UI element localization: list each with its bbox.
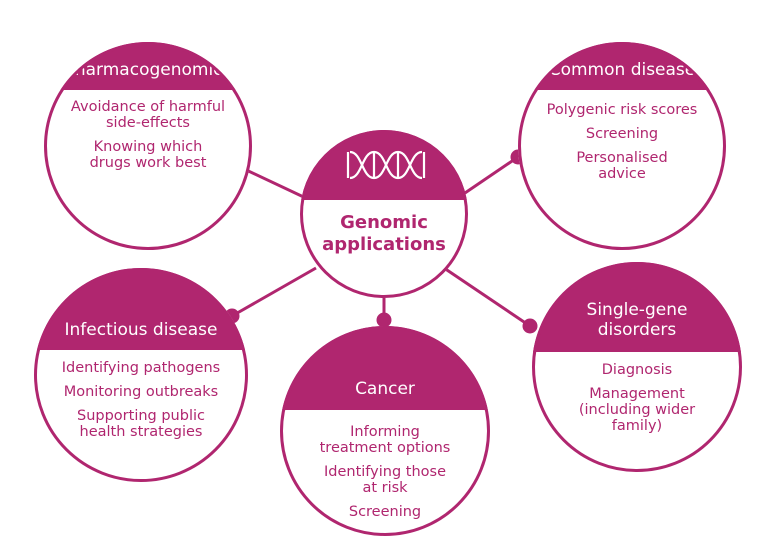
connector-single bbox=[443, 266, 531, 328]
list-item: Monitoring outbreaks bbox=[63, 384, 219, 400]
list-item: Identifying those at risk bbox=[324, 464, 446, 496]
list-item: Supporting public health strategies bbox=[77, 408, 205, 440]
node-items-single-gene-disorders: Diagnosis Management (including wider fa… bbox=[532, 362, 742, 442]
node-items-pharmacogenomics: Avoidance of harmful side-effects Knowin… bbox=[44, 99, 252, 179]
node-common-disease: Common disease Polygenic risk scores Scr… bbox=[518, 42, 726, 250]
node-title-infectious-disease: Infectious disease bbox=[64, 320, 218, 340]
node-title-common-disease: Common disease bbox=[548, 60, 696, 80]
center-title: Genomic applications bbox=[322, 212, 446, 255]
node-band bbox=[280, 326, 490, 410]
connector-dot-cancer bbox=[376, 312, 392, 328]
dna-icon bbox=[346, 150, 426, 180]
list-item: Screening bbox=[585, 126, 659, 142]
node-single-gene-disorders: Single-gene disorders Diagnosis Manageme… bbox=[532, 262, 742, 472]
node-pharmacogenomics: Pharmacogenomics Avoidance of harmful si… bbox=[44, 42, 252, 250]
node-title-cancer: Cancer bbox=[355, 379, 415, 399]
node-infectious-disease: Infectious disease Identifying pathogens… bbox=[34, 268, 248, 482]
list-item: Identifying pathogens bbox=[61, 360, 221, 376]
node-items-cancer: Informing treatment options Identifying … bbox=[280, 424, 490, 528]
list-item: Personalised advice bbox=[576, 150, 668, 182]
connector-pharmacogenomics bbox=[241, 166, 311, 202]
node-title-pharmacogenomics: Pharmacogenomics bbox=[64, 60, 232, 80]
node-band bbox=[34, 268, 248, 350]
list-item: Polygenic risk scores bbox=[546, 102, 698, 118]
list-item: Screening bbox=[348, 504, 422, 520]
node-items-common-disease: Polygenic risk scores Screening Personal… bbox=[518, 102, 726, 190]
list-item: Avoidance of harmful side-effects bbox=[70, 99, 226, 131]
node-band bbox=[518, 42, 726, 90]
center-node: Genomic applications bbox=[300, 130, 468, 298]
list-item: Informing treatment options bbox=[319, 424, 451, 456]
list-item: Management (including wider family) bbox=[578, 386, 696, 434]
connector-common bbox=[461, 155, 519, 197]
node-cancer: Cancer Informing treatment options Ident… bbox=[280, 326, 490, 536]
node-items-infectious-disease: Identifying pathogens Monitoring outbrea… bbox=[34, 360, 248, 448]
list-item: Knowing which drugs work best bbox=[89, 139, 207, 171]
center-band bbox=[300, 130, 468, 200]
node-band bbox=[44, 42, 252, 90]
list-item: Diagnosis bbox=[601, 362, 673, 378]
node-title-single-gene-disorders: Single-gene disorders bbox=[586, 300, 688, 340]
node-band bbox=[532, 262, 742, 352]
